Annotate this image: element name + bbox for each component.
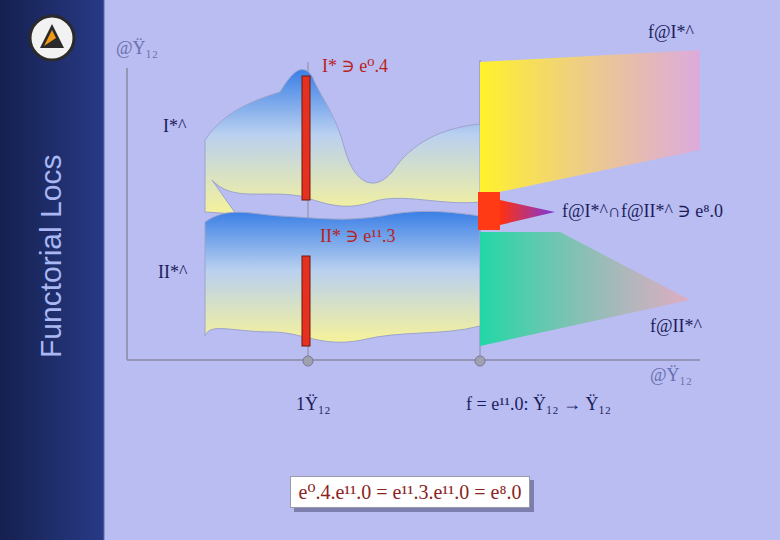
sidebar-edge	[104, 0, 105, 540]
stalk-label: I* ∋ e⁰.4	[322, 56, 388, 77]
tick-dot	[475, 356, 485, 366]
sidebar	[0, 0, 104, 540]
tick-label: 1Ÿ₁₂	[296, 394, 331, 415]
lower-band	[205, 211, 480, 342]
stalk-bar	[302, 76, 310, 200]
tick-label: f = e¹¹.0: Ÿ₁₂ → Ÿ₁₂	[466, 394, 611, 415]
intersection-label: f@I*^∩f@II*^ ∋ e⁸.0	[562, 201, 723, 222]
band-label: II*^	[158, 262, 187, 283]
image-label: f@I*^	[648, 22, 694, 43]
equation-box: e⁰.4.e¹¹.0 = e¹¹.3.e¹¹.0 = e⁸.0	[290, 476, 531, 508]
intersection-block	[478, 192, 500, 230]
axis-label: @Ÿ₁₂	[116, 38, 158, 59]
axis	[126, 68, 128, 360]
stalk-label: II* ∋ e¹¹.3	[320, 226, 396, 247]
intersection-arrow	[500, 200, 555, 225]
axis-label: @Ÿ₁₂	[650, 365, 692, 386]
logo	[30, 16, 74, 60]
axis	[127, 359, 700, 361]
image-label: f@II*^	[650, 316, 702, 337]
band-label: I*^	[163, 116, 186, 137]
slide-title: Functorial Locs	[34, 155, 69, 358]
image-region	[480, 50, 700, 196]
stalk-bar	[302, 256, 310, 346]
upper-band	[205, 69, 480, 214]
tick-dot	[303, 356, 313, 366]
equation-text: e⁰.4.e¹¹.0 = e¹¹.3.e¹¹.0 = e⁸.0	[299, 480, 522, 504]
